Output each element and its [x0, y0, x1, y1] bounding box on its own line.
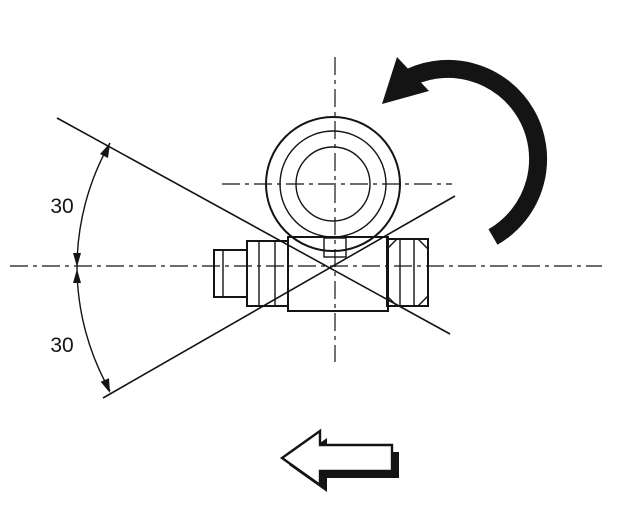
lower-swivel-line	[102, 195, 456, 399]
right-nut-chamfer	[386, 238, 398, 250]
right-nut	[386, 238, 429, 307]
lower-arc-arrowhead-top	[73, 269, 81, 283]
rotation-ccw-arrow-icon	[382, 57, 548, 245]
body-slot	[323, 237, 347, 258]
upper-arc-arrowhead-top	[100, 143, 110, 158]
rotation-arrowhead	[382, 57, 429, 104]
angle-dimension-lower: 30	[50, 267, 111, 393]
right-nut-chamfer	[417, 295, 429, 307]
arrow-left-icon	[279, 428, 399, 492]
body-block	[287, 236, 389, 312]
upper-swivel-line	[56, 117, 451, 335]
angle-dimension-upper: 30	[50, 142, 111, 269]
lower-arc-arrowhead-bottom	[100, 378, 110, 393]
angle-label-lower: 30	[50, 334, 73, 357]
rotation-arc	[398, 59, 548, 245]
angle-label-upper: 30	[50, 195, 73, 218]
upper-arc-arrowhead-bottom	[73, 253, 81, 267]
thread-stub	[213, 249, 248, 298]
ring-bore-circle	[295, 146, 371, 222]
lower-dimension-arc	[76, 267, 111, 392]
centerlines	[10, 57, 602, 362]
direction-arrow	[279, 428, 394, 488]
upper-dimension-arc	[76, 142, 111, 269]
ring-outer-circle	[265, 116, 401, 252]
swivel-limit-lines	[56, 117, 456, 399]
right-nut-chamfer	[386, 295, 398, 307]
fitting-body	[213, 236, 429, 312]
right-nut-chamfer	[417, 238, 429, 250]
